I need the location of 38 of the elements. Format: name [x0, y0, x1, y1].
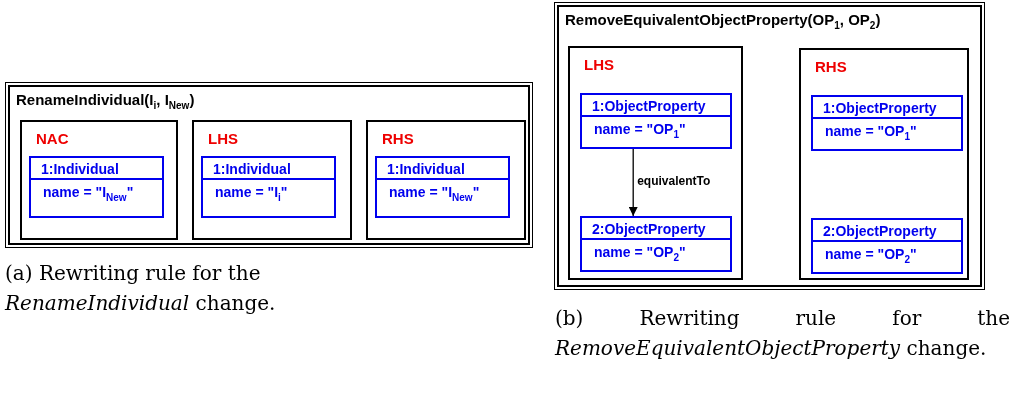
class-box [29, 156, 164, 218]
part-heading: LHS [584, 56, 614, 73]
part-heading: NAC [36, 130, 69, 147]
class-box [811, 218, 963, 274]
part-heading: RHS [815, 58, 847, 75]
figure-caption: (b) Rewriting rule for the RemoveEquivalentObjectProperty change. [555, 305, 1010, 362]
attribute-text: name = "I$_{i}$" [214, 183, 289, 205]
attribute-text: name = "OP$_{2}$" [824, 245, 918, 267]
class-name: 1:Individual [31, 158, 162, 180]
rule-title: RenameIndividual(I$_{i}$, I$_{New}$) [16, 91, 195, 111]
attribute-text: name = "I$_{New}$" [388, 183, 481, 205]
part-heading: RHS [382, 130, 414, 147]
attribute-text: name = "OP$_{2}$" [593, 243, 687, 265]
rule-frame [8, 85, 530, 245]
arrow [628, 148, 638, 217]
class-box [201, 156, 336, 218]
rule-title: RemoveEquivalentObjectProperty(OP$_{1}$, OP$_{2}$) [565, 11, 881, 31]
attribute-text: name = "OP$_{1}$" [824, 122, 918, 144]
class-box [580, 93, 732, 149]
rule-part-frame [192, 120, 352, 240]
class-box [375, 156, 510, 218]
class-name: 1:ObjectProperty [813, 97, 961, 119]
class-name: 1:Individual [377, 158, 508, 180]
class-name: 2:ObjectProperty [813, 220, 961, 242]
class-name: 1:ObjectProperty [582, 95, 730, 117]
class-box [811, 95, 963, 151]
edge-label: equivalentTo [637, 173, 711, 188]
class-box [580, 216, 732, 272]
attribute-text: name = "I$_{New}$" [42, 183, 135, 205]
rule-part-frame [799, 48, 969, 280]
part-heading: LHS [208, 130, 238, 147]
class-name: 2:ObjectProperty [582, 218, 730, 240]
rule-part-frame [366, 120, 526, 240]
figure-caption: (a) Rewriting rule for the RenameIndividual change. [5, 260, 277, 317]
rule-frame [557, 5, 982, 287]
class-name: 1:Individual [203, 158, 334, 180]
attribute-text: name = "OP$_{1}$" [593, 120, 687, 142]
rule-part-frame [20, 120, 178, 240]
